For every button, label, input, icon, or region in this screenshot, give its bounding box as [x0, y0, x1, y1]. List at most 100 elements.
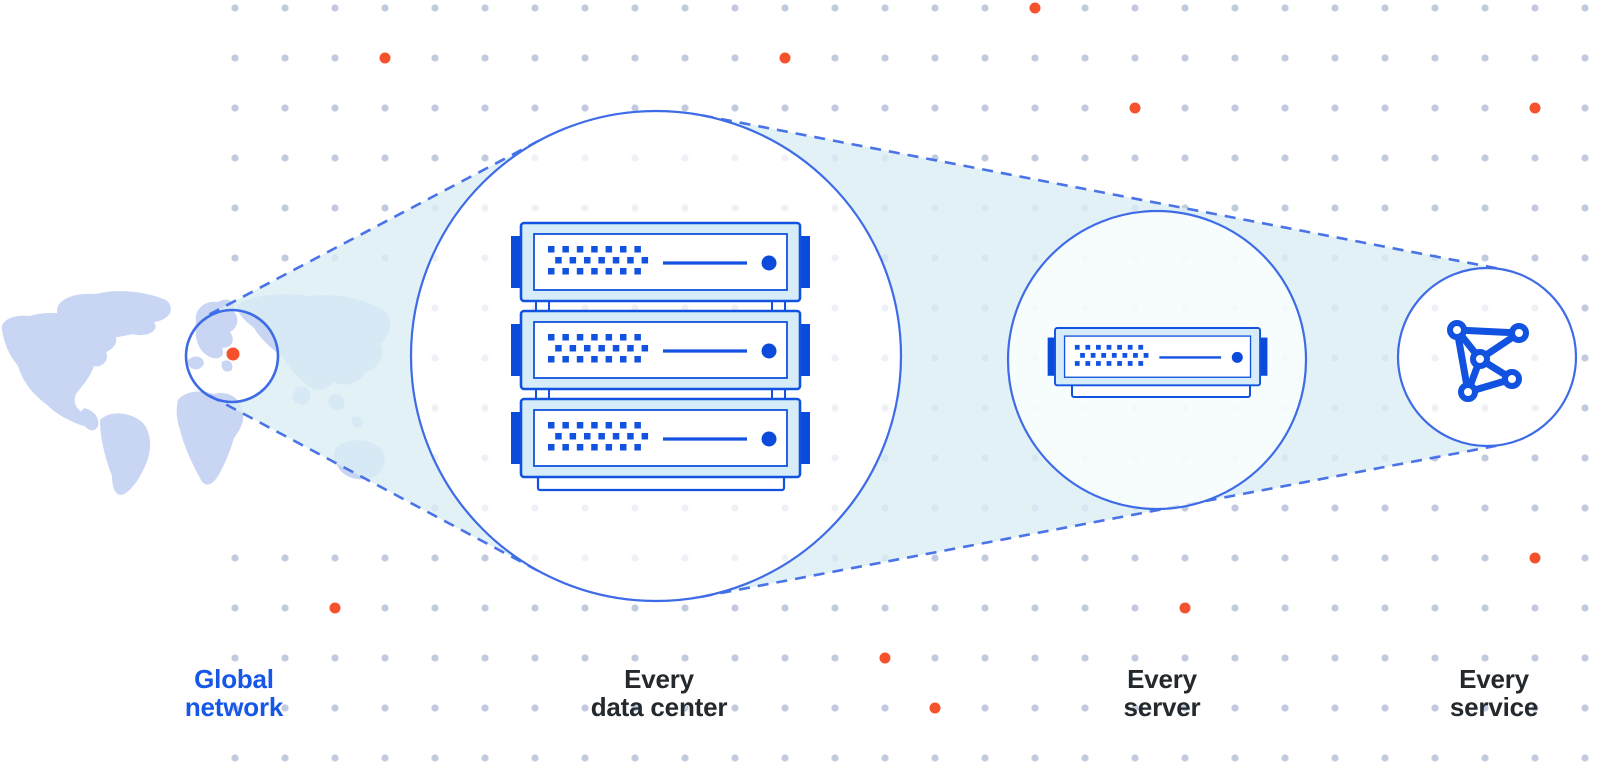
- grid-dot: [581, 704, 589, 712]
- dashed-line: [701, 443, 1504, 598]
- grid-dot: [731, 754, 739, 762]
- grid-dot: [1131, 754, 1139, 762]
- location-marker-dot: [226, 347, 240, 361]
- grid-dot: [1281, 204, 1289, 212]
- grid-dot: [1531, 54, 1539, 62]
- grid-dot: [231, 104, 239, 112]
- vent-pixel: [562, 422, 569, 429]
- grid-dot: [1431, 104, 1439, 112]
- grid-dot: [1381, 654, 1389, 662]
- grid-dot: [981, 54, 989, 62]
- vent-pixel: [1143, 352, 1149, 358]
- accent-dot: [379, 52, 391, 64]
- grid-dot: [1431, 654, 1439, 662]
- grid-dot: [881, 104, 889, 112]
- graph-node: [1458, 382, 1478, 402]
- accent-dot: [1529, 102, 1541, 114]
- grid-dot: [631, 4, 639, 12]
- grid-dot: [681, 654, 689, 662]
- grid-dot: [1481, 654, 1489, 662]
- grid-dot: [231, 754, 239, 762]
- grid-dot: [381, 154, 389, 162]
- grid-dot: [1331, 554, 1339, 562]
- grid-dot: [1331, 54, 1339, 62]
- grid-dot: [1231, 554, 1239, 562]
- grid-dot: [281, 204, 289, 212]
- grid-dot: [1181, 104, 1189, 112]
- label-every-data-center: Every data center: [529, 665, 789, 721]
- grid-dot: [1531, 204, 1539, 212]
- vent-pixel: [1090, 352, 1096, 358]
- continent-shape: [188, 356, 204, 370]
- grid-dot: [331, 54, 339, 62]
- vent-pixel: [555, 345, 562, 352]
- grid-dot: [581, 604, 589, 612]
- grid-dot: [1281, 104, 1289, 112]
- grid-dot: [1381, 554, 1389, 562]
- grid-dot: [1131, 4, 1139, 12]
- vent-pixel: [576, 246, 584, 253]
- grid-dot: [1081, 604, 1089, 612]
- grid-dot: [281, 704, 289, 712]
- grid-dot: [1531, 254, 1539, 262]
- vent-pixel: [548, 268, 555, 275]
- grid-dot: [1581, 554, 1589, 562]
- grid-dot: [731, 654, 739, 662]
- grid-dot: [1231, 204, 1239, 212]
- accent-dot: [879, 652, 891, 664]
- vent-pixel: [562, 246, 569, 253]
- label-line: Every: [1127, 664, 1197, 694]
- grid-dot: [1481, 104, 1489, 112]
- grid-dot: [781, 604, 789, 612]
- graph-edge: [1453, 326, 1523, 337]
- grid-dot: [631, 704, 639, 712]
- accent-dot: [1029, 2, 1041, 14]
- vent-pixel: [576, 444, 584, 451]
- magnifier-dashed-lines: [208, 114, 1505, 598]
- continent-shape: [195, 299, 238, 359]
- grid-dot: [1531, 154, 1539, 162]
- vent-pixel: [591, 356, 598, 363]
- server-unit: [1047, 327, 1268, 387]
- vent-pixel: [620, 334, 627, 341]
- grid-dot: [1581, 704, 1589, 712]
- grid-dot: [331, 154, 339, 162]
- vent-pixel: [620, 268, 627, 275]
- grid-dot: [1331, 654, 1339, 662]
- grid-dot: [431, 554, 439, 562]
- grid-dot: [1481, 454, 1489, 462]
- grid-dot: [731, 104, 739, 112]
- grid-dot: [531, 754, 539, 762]
- label-line: Every: [624, 664, 694, 694]
- grid-dot: [781, 104, 789, 112]
- grid-dot: [1531, 604, 1539, 612]
- vent-pixel: [1117, 361, 1122, 366]
- power-led-dot: [761, 255, 777, 271]
- grid-dot: [1481, 154, 1489, 162]
- grid-dot: [1381, 104, 1389, 112]
- grid-dot: [1131, 604, 1139, 612]
- server-rack-stack: [511, 221, 810, 492]
- grid-dot: [331, 704, 339, 712]
- grid-dot: [231, 204, 239, 212]
- graph-node: [1509, 323, 1529, 343]
- grid-dot: [431, 604, 439, 612]
- grid-dot: [281, 4, 289, 12]
- grid-dot: [1031, 154, 1039, 162]
- grid-dot: [1581, 754, 1589, 762]
- grid-dot: [281, 254, 289, 262]
- vent-pixel: [562, 268, 569, 275]
- grid-dot: [281, 154, 289, 162]
- grid-dot: [1381, 754, 1389, 762]
- grid-dot: [731, 4, 739, 12]
- grid-dot: [481, 754, 489, 762]
- continent-shape: [80, 408, 99, 431]
- grid-dot: [531, 104, 539, 112]
- grid-dot: [581, 4, 589, 12]
- grid-dot: [231, 154, 239, 162]
- grid-dot: [931, 604, 939, 612]
- grid-dot: [831, 654, 839, 662]
- dashed-line: [208, 138, 542, 316]
- grid-dot: [431, 754, 439, 762]
